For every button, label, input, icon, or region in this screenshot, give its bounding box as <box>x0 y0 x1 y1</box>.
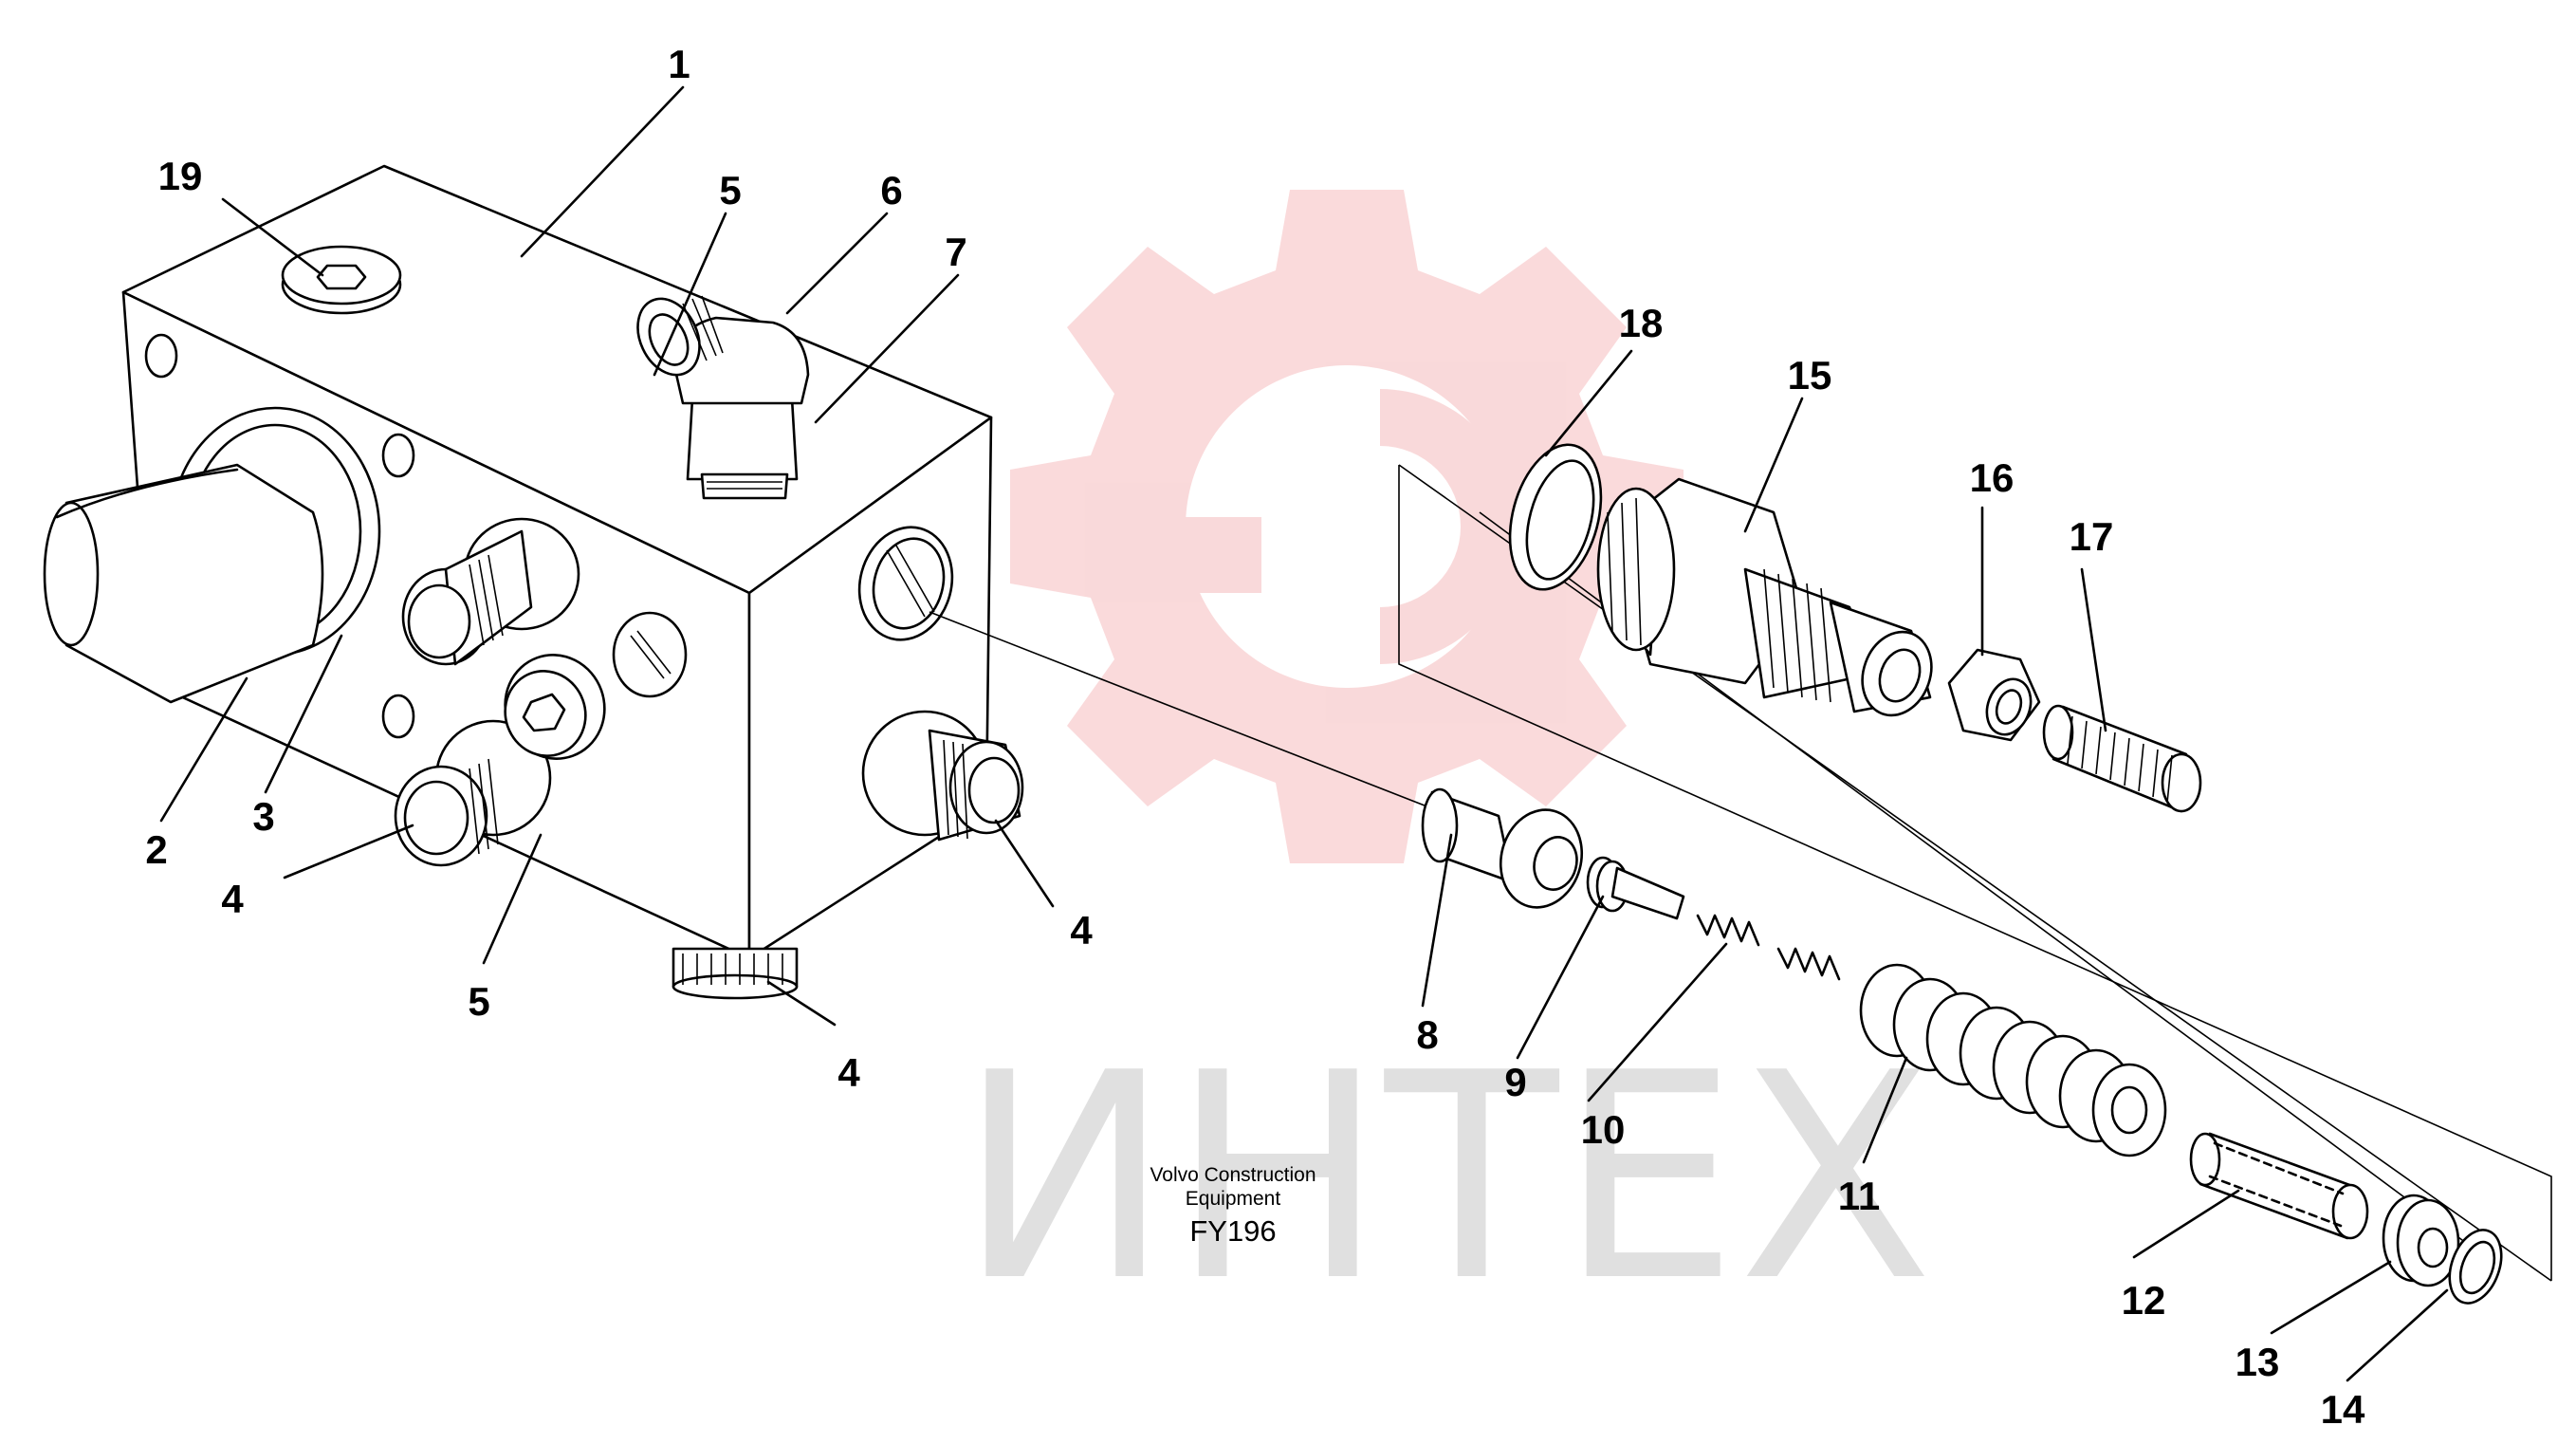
bottom-port-fitting <box>672 947 799 1000</box>
port-fitting-upper <box>401 517 580 666</box>
right-port-fitting <box>861 710 1024 842</box>
callout-12: 12 <box>2122 1278 2166 1323</box>
callout-14: 14 <box>2321 1387 2365 1432</box>
callout-17: 17 <box>2070 514 2114 559</box>
callout-9: 9 <box>1504 1060 1526 1104</box>
retaining-ring-14 <box>2448 1229 2503 1305</box>
gear-logo-icon <box>1010 190 1684 863</box>
lock-nut-16 <box>1947 648 2041 742</box>
hex-plug <box>504 654 606 760</box>
seal-ring-18 <box>1508 443 1603 591</box>
callout-5-bottom: 5 <box>468 979 489 1024</box>
main-spring-11 <box>1859 963 2167 1157</box>
end-cap <box>43 406 381 704</box>
sleeve-12 <box>2189 1132 2369 1240</box>
callout-2: 2 <box>145 827 167 872</box>
pin-9 <box>1586 856 1685 920</box>
callout-11: 11 <box>1838 1174 1880 1218</box>
callout-3: 3 <box>252 794 274 839</box>
callout-labels: 1 19 5 6 7 18 15 16 17 2 3 4 4 4 5 8 9 1… <box>145 42 2365 1432</box>
elbow-fitting <box>636 295 810 500</box>
callout-6: 6 <box>880 168 902 213</box>
callout-5-top: 5 <box>719 168 741 213</box>
stop-13 <box>2382 1194 2460 1287</box>
set-screw-17 <box>2042 704 2202 813</box>
callout-4-right: 4 <box>1070 908 1093 953</box>
callout-7: 7 <box>945 230 966 274</box>
leader-lines <box>159 85 2449 1382</box>
piston-8 <box>1421 787 1584 909</box>
callout-15: 15 <box>1788 353 1832 398</box>
watermark: ИНТЕХ <box>958 1012 1933 1343</box>
adjuster-body-15 <box>1596 477 1933 717</box>
callout-16: 16 <box>1970 455 2015 500</box>
caption-code: FY196 <box>1189 1214 1276 1248</box>
callout-4-bottom: 4 <box>837 1050 860 1095</box>
watermark-text: ИНТЕХ <box>958 1012 1933 1343</box>
callout-10: 10 <box>1581 1107 1626 1152</box>
caption-line-2: Equipment <box>1186 1188 1281 1210</box>
callout-4-left: 4 <box>221 877 244 921</box>
caption-line-1: Volvo Construction <box>1150 1164 1316 1186</box>
callout-13: 13 <box>2236 1340 2280 1384</box>
callout-1: 1 <box>668 42 690 86</box>
port-fitting-lower <box>394 719 552 867</box>
figure-caption: Volvo Construction Equipment FY196 <box>1150 1164 1316 1248</box>
small-spring-10 <box>1696 914 1841 981</box>
callout-18: 18 <box>1619 301 1664 345</box>
callout-8: 8 <box>1416 1012 1438 1057</box>
valve-block <box>43 164 1024 1000</box>
callout-19: 19 <box>158 154 203 198</box>
